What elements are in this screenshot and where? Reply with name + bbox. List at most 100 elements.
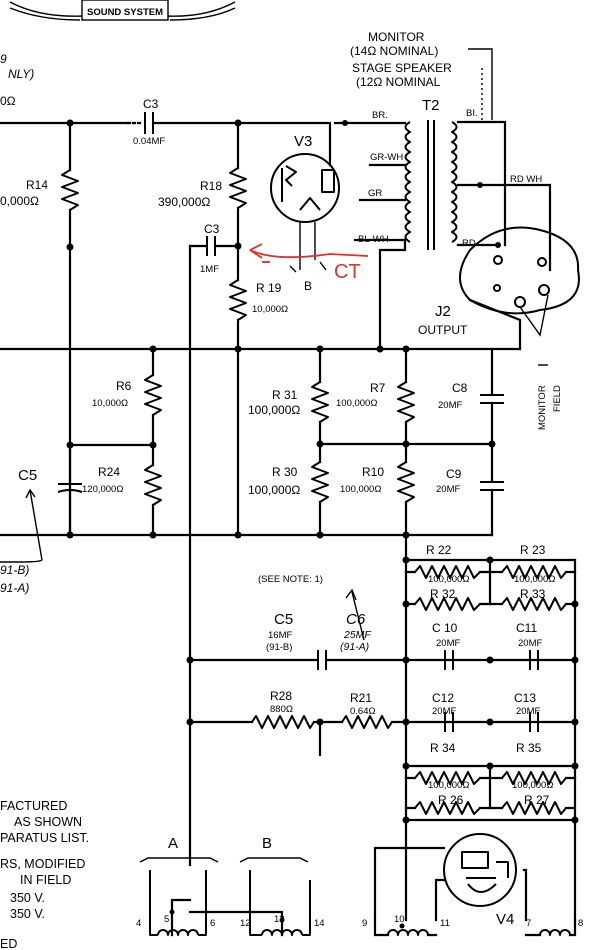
wire-label-bl: BI. (466, 108, 478, 119)
left-cut-text-3: 0Ω (0, 94, 16, 108)
r28-name: R28 (270, 689, 292, 703)
r6-name: R6 (116, 379, 132, 393)
pin-7: 7 (526, 918, 531, 929)
monitor-label-2: (14Ω NOMINAL) (350, 44, 438, 58)
note-line-1: FACTURED (0, 799, 67, 813)
c5-bottom-value: 16MF (268, 630, 292, 641)
r31-value: 100,000Ω (248, 403, 300, 417)
r23-value: 100,000Ω (514, 574, 555, 585)
monitor-label-3: STAGE SPEAKER (352, 61, 452, 75)
j2-output-socket: J2 OUTPUT (418, 226, 580, 337)
r10-value: 100,000Ω (340, 484, 381, 495)
v4-tube: V4 (443, 833, 517, 928)
c9-name: C9 (446, 467, 462, 481)
r33-name: R 33 (520, 587, 546, 601)
pin-9: 9 (362, 918, 367, 929)
note-line-5: IN FIELD (20, 873, 71, 887)
v3-tube: V3 (270, 133, 340, 270)
c6-value: 25MF (343, 629, 371, 641)
r24-value: 120,000Ω (82, 484, 123, 495)
wire-label-br: BR. (372, 110, 388, 121)
v4-name: V4 (496, 911, 514, 928)
r24-name: R24 (98, 465, 120, 479)
r14-name: R14 (26, 178, 48, 192)
wire-label-bl-wh: BL-WH (358, 234, 389, 245)
note-line-4: RS, MODIFIED (0, 857, 85, 871)
note-line-6: 350 V. (10, 891, 45, 905)
pin-10: 10 (394, 914, 405, 925)
red-annotation: CT B (249, 243, 369, 293)
left-cut-text-1: 9 (0, 52, 7, 66)
c10-value: 20MF (436, 638, 460, 649)
r7-name: R7 (370, 381, 386, 395)
r27-name: R 27 (524, 793, 550, 807)
note-line-8: ED (0, 937, 17, 950)
annotation-ct: CT (334, 261, 361, 283)
pin-13: 13 (274, 914, 285, 925)
c5-left-name: C5 (18, 467, 37, 484)
r18-value: 390,000Ω (158, 195, 210, 209)
group-a-label: A (168, 835, 178, 852)
r19-name: R 19 (256, 281, 282, 295)
c8-name: C8 (452, 381, 468, 395)
c13-value: 20MF (516, 706, 540, 717)
t2-transformer: T2 (404, 97, 458, 250)
c10-name: C 10 (432, 621, 458, 635)
monitor-field-2: FIELD (552, 385, 563, 412)
c8-value: 20MF (438, 400, 462, 411)
note-line-3: PARATUS LIST. (0, 831, 89, 845)
monitor-label-1: MONITOR (368, 30, 425, 44)
wire-label-gr: GR (368, 188, 382, 199)
annotation-b: B (304, 279, 312, 293)
r22-value: 100,000Ω (428, 574, 469, 585)
j2-name: J2 (435, 303, 451, 320)
r31-name: R 31 (272, 388, 298, 402)
r6-value: 10,000Ω (92, 398, 128, 409)
r14-value: 0,000Ω (0, 194, 39, 208)
r21-value: 0.64Ω (350, 706, 376, 717)
pin-4: 4 (136, 918, 141, 929)
c13-name: C13 (514, 691, 536, 705)
r10-name: R10 (362, 465, 384, 479)
r30-name: R 30 (272, 465, 298, 479)
pin-6: 6 (210, 918, 215, 929)
c6-name: C6 (346, 611, 366, 628)
c6-variant: (91-A) (340, 641, 369, 653)
logo-text: SOUND SYSTEM (87, 7, 163, 18)
c12-name: C12 (432, 691, 454, 705)
pin-11: 11 (440, 918, 450, 929)
wire-label-rd-wh: RD WH (510, 174, 542, 185)
r23-name: R 23 (520, 543, 546, 557)
left-cut-mid-1: 91-B) (0, 563, 29, 577)
c11-name: C11 (516, 621, 537, 635)
r34-name: R 34 (430, 741, 456, 755)
r32-name: R 32 (430, 587, 456, 601)
wire-label-gr-wh: GR-WH (370, 152, 403, 163)
r19-value: 10,000Ω (252, 304, 288, 315)
monitor-field-1: MONITOR (537, 385, 548, 430)
c12-value: 20MF (432, 706, 456, 717)
pin-8: 8 (578, 918, 583, 929)
c3-mid-name: C3 (204, 222, 220, 236)
c9-value: 20MF (436, 484, 460, 495)
pin-12: 12 (240, 918, 251, 929)
see-note: (SEE NOTE: 1) (258, 574, 323, 585)
c5-bottom-variant: (91-B) (266, 642, 292, 653)
note-line-7: 350 V. (10, 907, 45, 921)
left-cut-mid-2: 91-A) (0, 581, 29, 595)
r22-name: R 22 (426, 543, 452, 557)
r7-value: 100,000Ω (336, 398, 377, 409)
pin-14: 14 (314, 918, 325, 929)
c3-top-name: C3 (143, 97, 159, 111)
left-cut-text-2: NLY) (8, 67, 34, 81)
r35-value: 100,000Ω (512, 780, 553, 791)
logo: SOUND SYSTEM (9, 0, 236, 21)
c3-mid-value: 1MF (200, 264, 219, 275)
pin-5: 5 (164, 914, 169, 925)
c3-top-value: 0.04MF (133, 136, 165, 147)
note-line-2: AS SHOWN (14, 815, 82, 829)
t2-name: T2 (422, 97, 440, 114)
r26-name: R 26 (438, 793, 464, 807)
group-b-label: B (262, 835, 272, 852)
